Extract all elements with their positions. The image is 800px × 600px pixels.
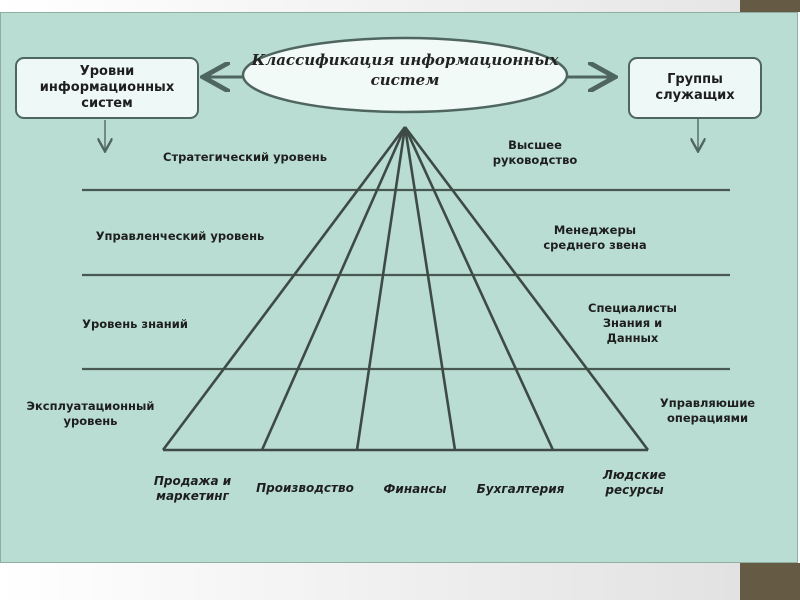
groups-box-label: Группы служащих	[655, 72, 735, 103]
group-label: Высшее руководство	[492, 138, 578, 167]
area-label: Производство	[256, 481, 354, 495]
pyramid-edge	[403, 126, 650, 451]
levels-box: Уровни информационных систем	[15, 57, 199, 119]
pyramid-edge	[403, 126, 457, 451]
group-label: Управляюшие операциями	[659, 396, 756, 425]
level-label: Уровень знаний	[82, 317, 188, 331]
pyramid-edge	[161, 126, 407, 451]
area-label: Продажа и маркетинг	[153, 474, 232, 503]
area-label: Финансы	[383, 482, 447, 496]
group-label: Менеджеры среднего звена	[543, 223, 647, 252]
level-label: Управленческий уровень	[95, 229, 265, 243]
classification-title: Классификация информационных систем	[251, 51, 559, 89]
pyramid-edge	[403, 126, 555, 451]
level-label: Стратегический уровень	[163, 150, 327, 164]
corner-accent-top	[740, 0, 800, 12]
area-label: Людские ресурсы	[602, 468, 667, 497]
level-label: Эксплуатационный уровень	[26, 399, 155, 428]
group-label: Специалисты Знания и Данных	[588, 301, 677, 345]
center-ellipse	[241, 36, 569, 114]
corner-accent-bottom	[740, 563, 800, 600]
pyramid-edge	[355, 126, 407, 451]
levels-box-label: Уровни информационных систем	[39, 64, 175, 111]
groups-box: Группы служащих	[628, 57, 762, 119]
pyramid-edge	[260, 126, 407, 451]
bottom-bar	[0, 563, 740, 600]
top-bar	[0, 0, 740, 12]
pyramid	[161, 126, 650, 452]
area-label: Бухгалтерия	[476, 482, 565, 496]
